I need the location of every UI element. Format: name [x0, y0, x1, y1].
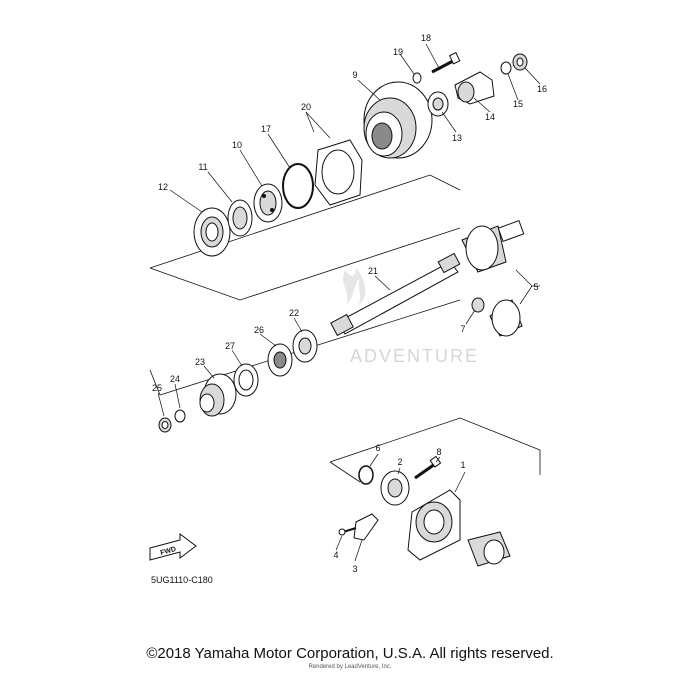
callout-1: 1	[460, 460, 465, 470]
part-18-bolt[interactable]	[431, 52, 461, 74]
part-10-bearing[interactable]	[253, 183, 283, 223]
callout-12: 12	[158, 182, 168, 192]
render-credit: Rendered by LeadVenture, Inc.	[308, 664, 392, 670]
callout-labels: 1 2 3 4 5 6 7 8 9 10 11 12 13 14 15 16 1…	[152, 33, 547, 574]
part-21-shaft[interactable]	[330, 252, 461, 337]
callout-20: 20	[301, 102, 311, 112]
part-6-shim[interactable]	[358, 465, 374, 485]
callout-23: 23	[195, 357, 205, 367]
callout-7: 7	[460, 324, 465, 334]
part-22-bearing[interactable]	[292, 329, 318, 363]
callout-13: 13	[452, 133, 462, 143]
callout-9: 9	[352, 70, 357, 80]
part-15-washer[interactable]	[500, 61, 512, 75]
part-20-shim[interactable]	[314, 139, 363, 206]
callout-2: 2	[397, 457, 402, 467]
fwd-label: FWD	[160, 546, 177, 557]
part-16-nut[interactable]	[512, 53, 528, 71]
callout-17: 17	[261, 124, 271, 134]
callout-10: 10	[232, 140, 242, 150]
part-25-nut[interactable]	[158, 417, 172, 433]
part-27-collar[interactable]	[233, 363, 259, 397]
part-1-drive-housing[interactable]	[407, 489, 511, 567]
callout-16: 16	[537, 84, 547, 94]
part-17-o-ring[interactable]	[282, 163, 314, 209]
part-3-bracket[interactable]	[353, 513, 379, 541]
upper-assembly-frame-lower	[149, 227, 461, 301]
middle-assembly-frame	[149, 299, 461, 396]
watermark-text: ADVENTURE	[350, 346, 479, 366]
callout-8: 8	[436, 447, 441, 457]
lower-assembly-frame-2	[329, 461, 361, 483]
part-14-yoke[interactable]	[454, 71, 495, 105]
part-9-bearing-housing[interactable]	[363, 81, 433, 159]
part-2-bearing[interactable]	[380, 470, 410, 506]
leader-lines	[157, 43, 541, 562]
copyright-notice: ©2018 Yamaha Motor Corporation, U.S.A. A…	[146, 645, 554, 662]
callout-27: 27	[225, 341, 235, 351]
part-11-collar[interactable]	[227, 199, 253, 237]
part-5-gear-assembly[interactable]	[461, 220, 525, 337]
callout-5: 5	[533, 282, 538, 292]
lower-assembly-frame	[329, 417, 541, 475]
callout-21: 21	[368, 266, 378, 276]
callout-15: 15	[513, 99, 523, 109]
part-24-washer[interactable]	[174, 409, 186, 423]
callout-14: 14	[485, 112, 495, 122]
part-4-screw[interactable]	[338, 527, 357, 536]
callout-11: 11	[198, 162, 207, 172]
diagram-code: 5UG1110-C180	[151, 575, 213, 585]
fwd-arrow-icon: FWD	[149, 533, 197, 561]
part-13-bearing[interactable]	[427, 91, 449, 117]
part-19-washer[interactable]	[412, 72, 422, 84]
watermark-logo: ADVENTURE	[342, 268, 479, 366]
part-12-bearing[interactable]	[193, 207, 231, 257]
callout-18: 18	[421, 33, 431, 43]
callout-3: 3	[352, 564, 357, 574]
callout-22: 22	[289, 308, 299, 318]
callout-24: 24	[170, 374, 180, 384]
callout-25: 25	[152, 383, 162, 393]
part-8-bolt[interactable]	[414, 455, 442, 480]
callout-6: 6	[375, 443, 380, 453]
callout-4: 4	[333, 550, 338, 560]
upper-assembly-frame	[149, 174, 461, 269]
part-23-housing[interactable]	[199, 373, 237, 417]
callout-19: 19	[393, 47, 403, 57]
part-7-nut[interactable]	[471, 297, 485, 313]
callout-26: 26	[254, 325, 264, 335]
part-26-bearing[interactable]	[267, 343, 293, 377]
